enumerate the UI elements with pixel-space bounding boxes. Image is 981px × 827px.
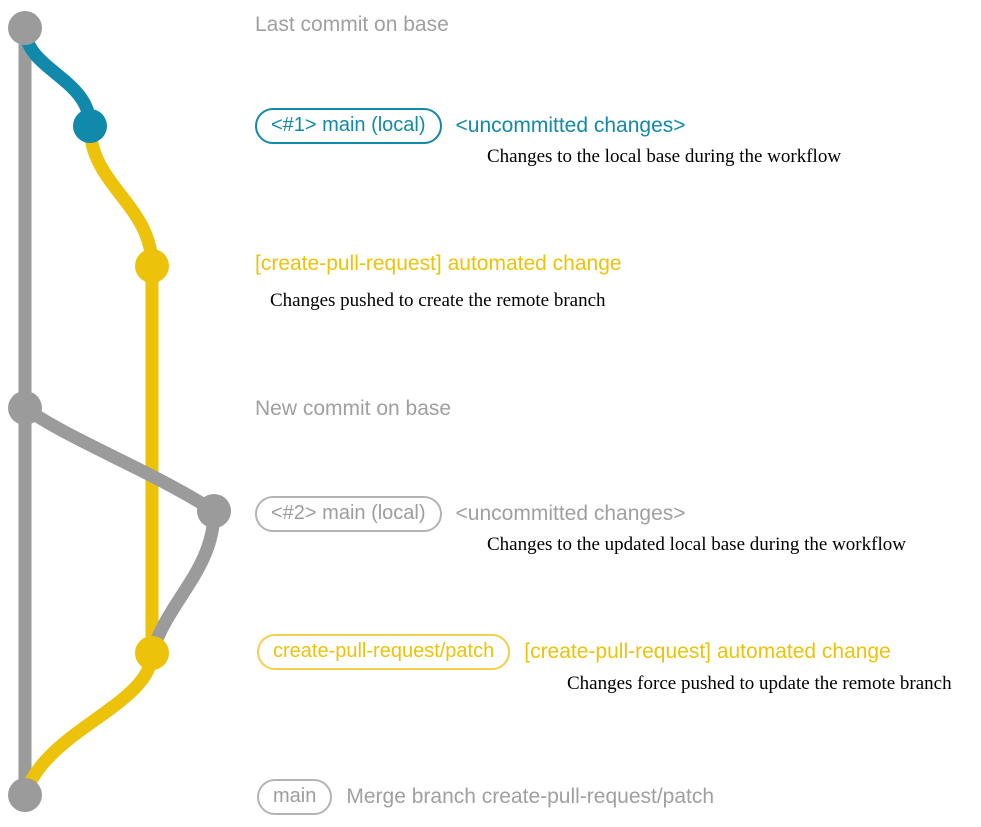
commit-note: Changes to the updated local base during… [487, 534, 906, 555]
commit-row-new-commit-on-base: New commit on base [255, 398, 451, 420]
commit-row-local-commit-1: <#1> main (local) <uncommitted changes> [255, 108, 686, 144]
commit-note: Changes to the local base during the wor… [487, 146, 842, 167]
commit-row-local-commit-2: <#2> main (local) <uncommitted changes> [255, 496, 686, 532]
commit-row-remote-commit-1: [create-pull-request] automated change [255, 253, 622, 275]
commit-row-last-commit-on-base: Last commit on base [255, 14, 449, 36]
commit-node-local-2[interactable] [197, 494, 231, 528]
branch-badge-main[interactable]: main [257, 779, 333, 815]
edge-base-new-to-local-2 [18, 401, 221, 518]
commit-node-local-1[interactable] [73, 109, 107, 143]
commit-node-remote-2[interactable] [135, 636, 169, 670]
edge-local-1-to-remote-1 [83, 119, 159, 273]
commit-note: Changes pushed to create the remote bran… [270, 290, 606, 311]
commit-node-remote-1[interactable] [135, 249, 169, 283]
commit-subject: <uncommitted changes> [455, 502, 686, 525]
edge-base-to-local-1 [18, 21, 97, 133]
commit-node-merge[interactable] [8, 778, 42, 812]
commit-row-remote-commit-2: create-pull-request/patch [create-pull-r… [257, 634, 891, 670]
commit-note: Changes force pushed to update the remot… [567, 673, 952, 694]
edge-remote-2-to-merge [18, 646, 159, 802]
edge-local-2-to-remote-2 [145, 504, 221, 660]
commit-subject: <uncommitted changes> [455, 114, 686, 137]
branch-badge-main-local-2[interactable]: <#2> main (local) [255, 496, 442, 532]
commit-subject: Merge branch create-pull-request/patch [346, 785, 715, 808]
branch-badge-main-local-1[interactable]: <#1> main (local) [255, 108, 442, 144]
commit-row-merge-commit: main Merge branch create-pull-request/pa… [257, 779, 714, 815]
commit-subject: [create-pull-request] automated change [255, 252, 622, 275]
commit-subject: [create-pull-request] automated change [524, 640, 891, 663]
commit-subject: Last commit on base [255, 13, 449, 36]
commit-node-base-head[interactable] [8, 11, 42, 45]
commit-node-base-new[interactable] [8, 391, 42, 425]
commit-subject: New commit on base [255, 397, 452, 420]
branch-badge-create-pull-request-patch[interactable]: create-pull-request/patch [257, 634, 511, 670]
